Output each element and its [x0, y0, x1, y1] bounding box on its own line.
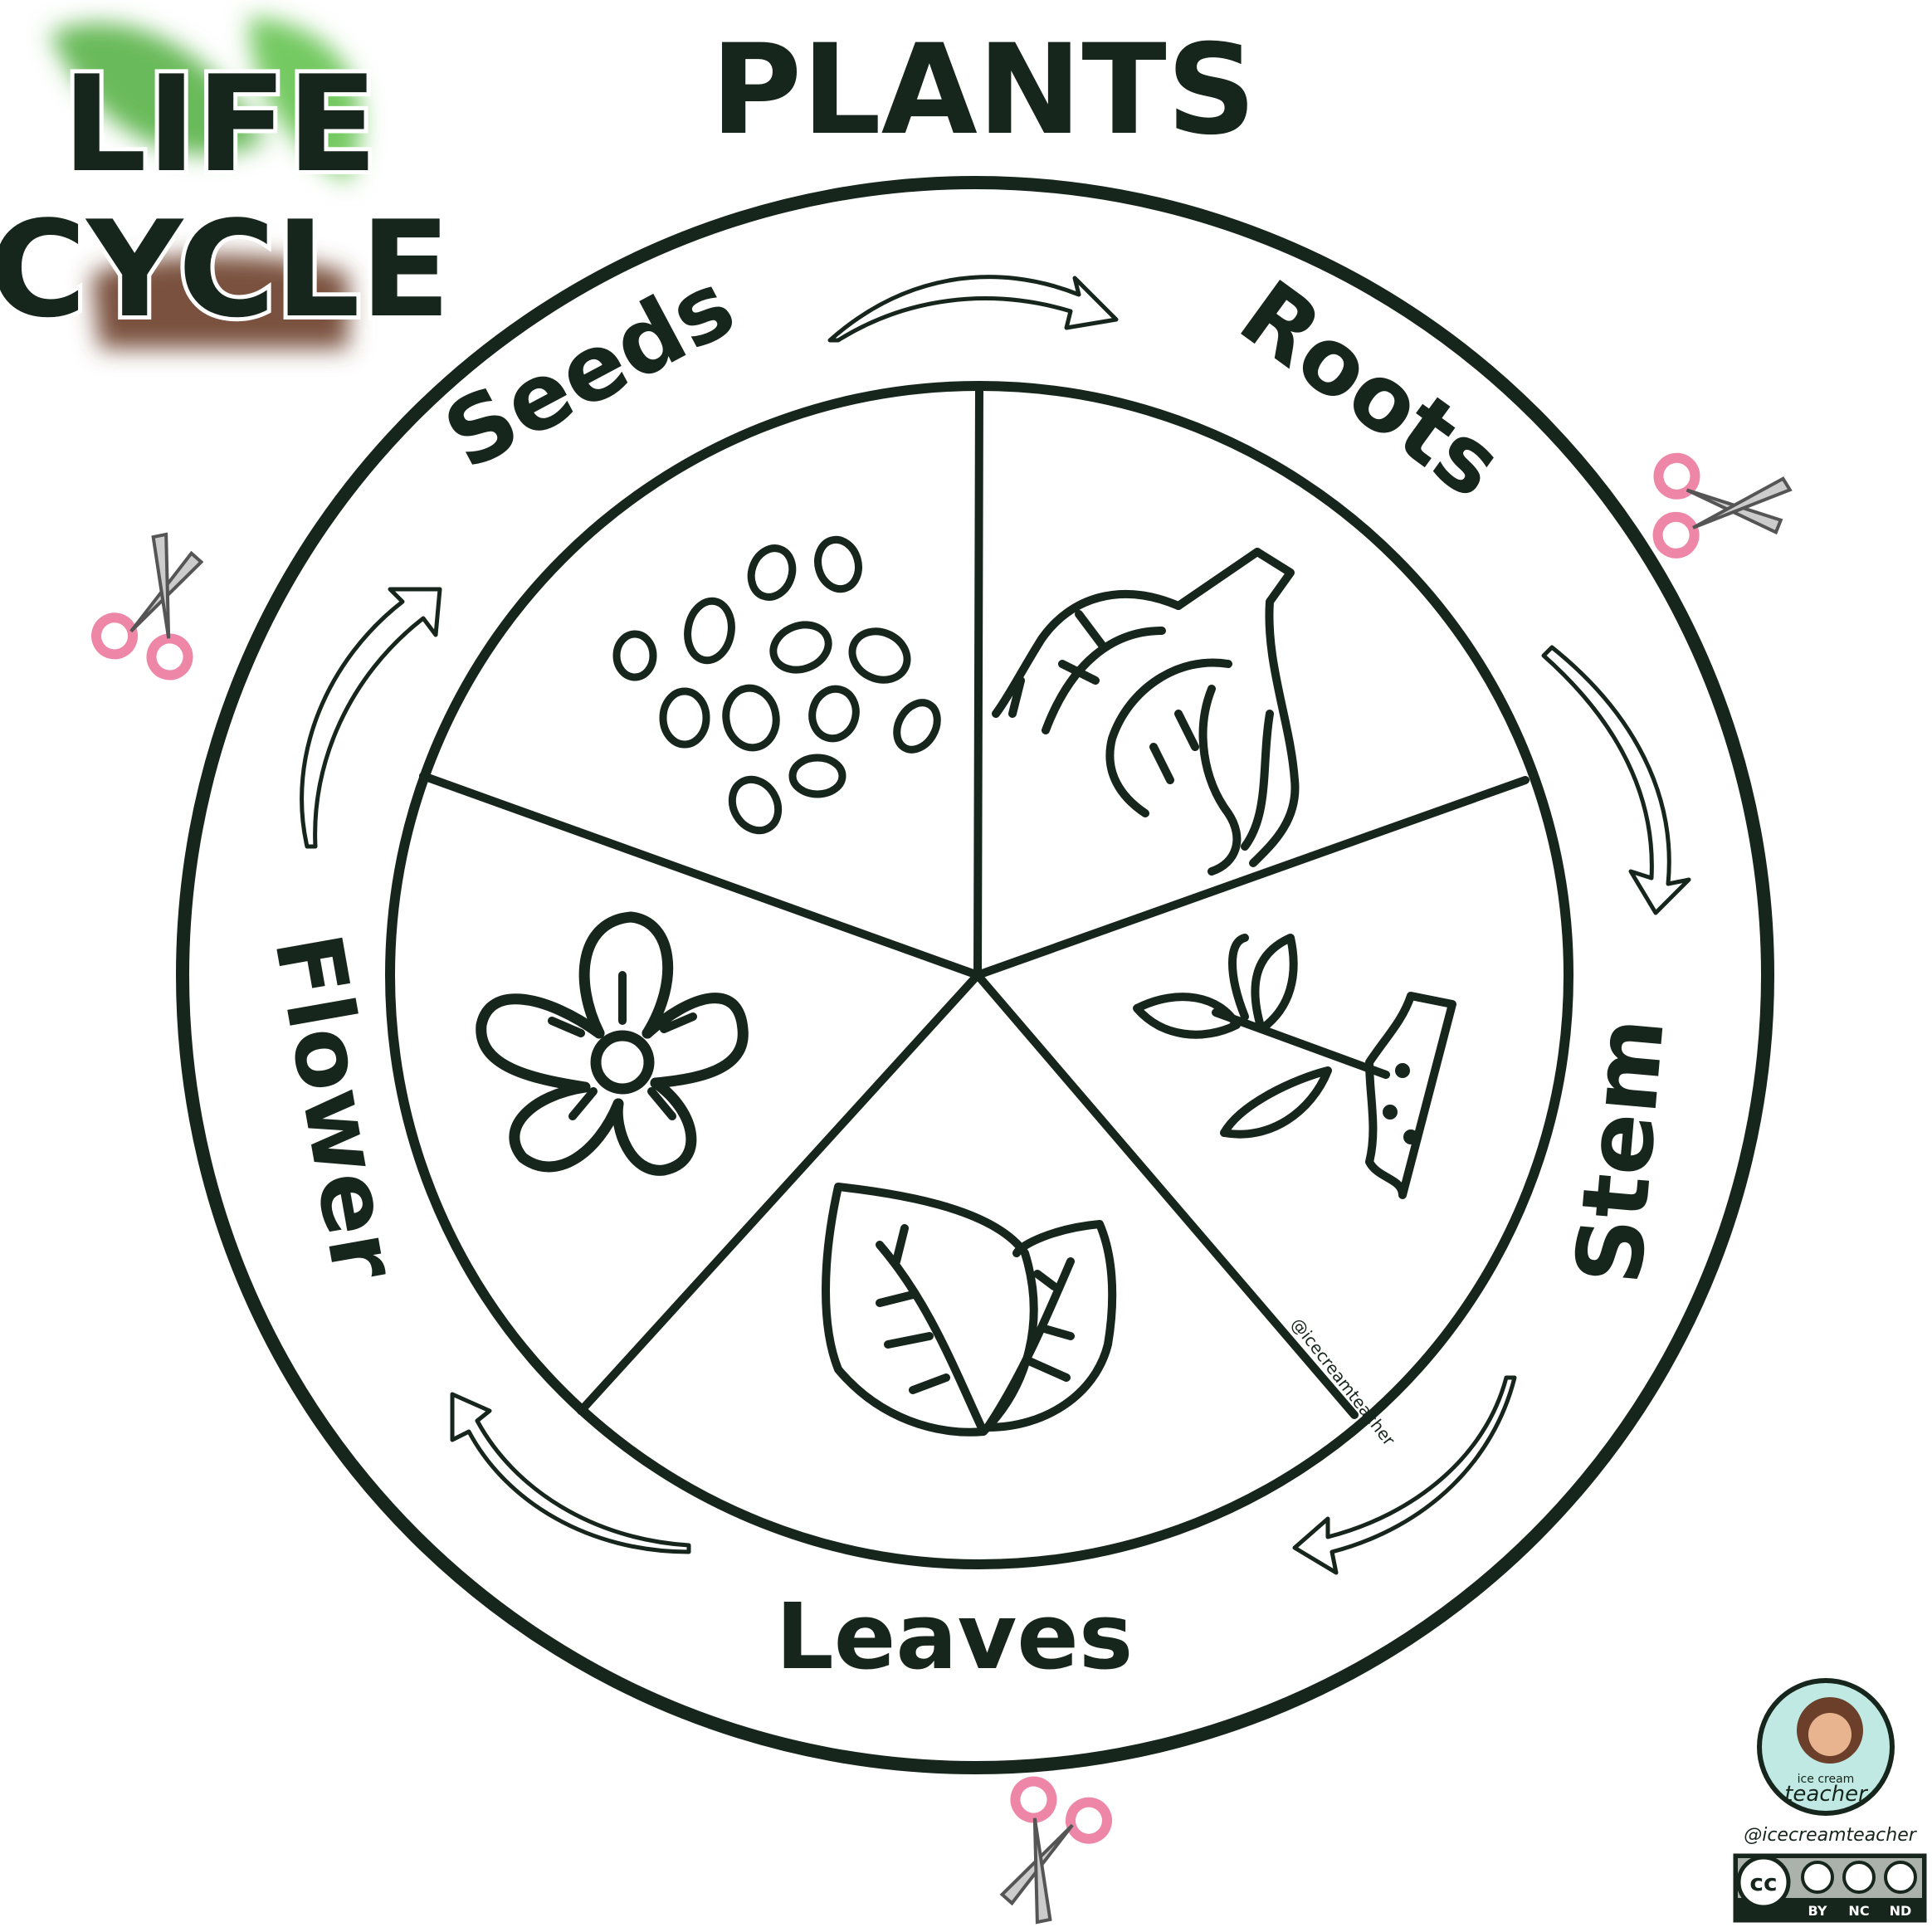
scissors-icon	[91, 532, 204, 681]
subject-title: PLANTS	[710, 18, 1256, 163]
arrow-stem-to-leaves-icon	[1292, 1375, 1517, 1575]
attribution-icon	[1801, 1861, 1834, 1894]
noncommercial-icon	[1842, 1861, 1876, 1894]
title-line-cycle: CYCLE	[0, 192, 451, 347]
brand-logo: ice cream teacher	[1757, 1678, 1895, 1816]
creator-handle: @icecreamteacher	[1744, 1825, 1918, 1846]
arrow-leaves-to-flower-icon	[450, 1392, 691, 1554]
cc-text: cc	[1749, 1869, 1777, 1896]
logo-text-teacher: teacher	[1784, 1782, 1869, 1807]
license-by: BY	[1808, 1903, 1827, 1919]
arrow-flower-to-seeds-icon	[300, 587, 442, 849]
logo-text-ice-cream: ice cream	[1798, 1773, 1855, 1786]
flower-icon	[476, 911, 749, 1176]
scissors-icon	[999, 1776, 1112, 1925]
license-nc: NC	[1848, 1903, 1869, 1919]
scissors-icon	[1652, 452, 1793, 559]
title-block: LIFE CYCLE	[0, 17, 455, 351]
noderivatives-icon	[1884, 1861, 1917, 1894]
arrow-seeds-to-roots-icon	[827, 275, 1119, 343]
arrow-roots-to-stem-icon	[1541, 645, 1691, 915]
stage-label-stem: Stem	[1555, 1013, 1684, 1288]
seeds-icon	[612, 535, 941, 835]
cycle-arrows	[300, 275, 1691, 1575]
title-line-life: LIFE	[62, 46, 378, 202]
license-nd: ND	[1890, 1903, 1912, 1919]
cc-icon	[1736, 1855, 1791, 1910]
roots-icon	[992, 548, 1300, 876]
cc-license-badge: cc BY NC ND	[1733, 1853, 1927, 1923]
sprout-icon	[1133, 934, 1456, 1199]
leaves-icon	[822, 1183, 1117, 1437]
wedge-dividers	[419, 382, 1530, 1419]
stage-label-leaves: Leaves	[776, 1583, 1134, 1690]
leaf-blur-decoration	[50, 17, 361, 349]
